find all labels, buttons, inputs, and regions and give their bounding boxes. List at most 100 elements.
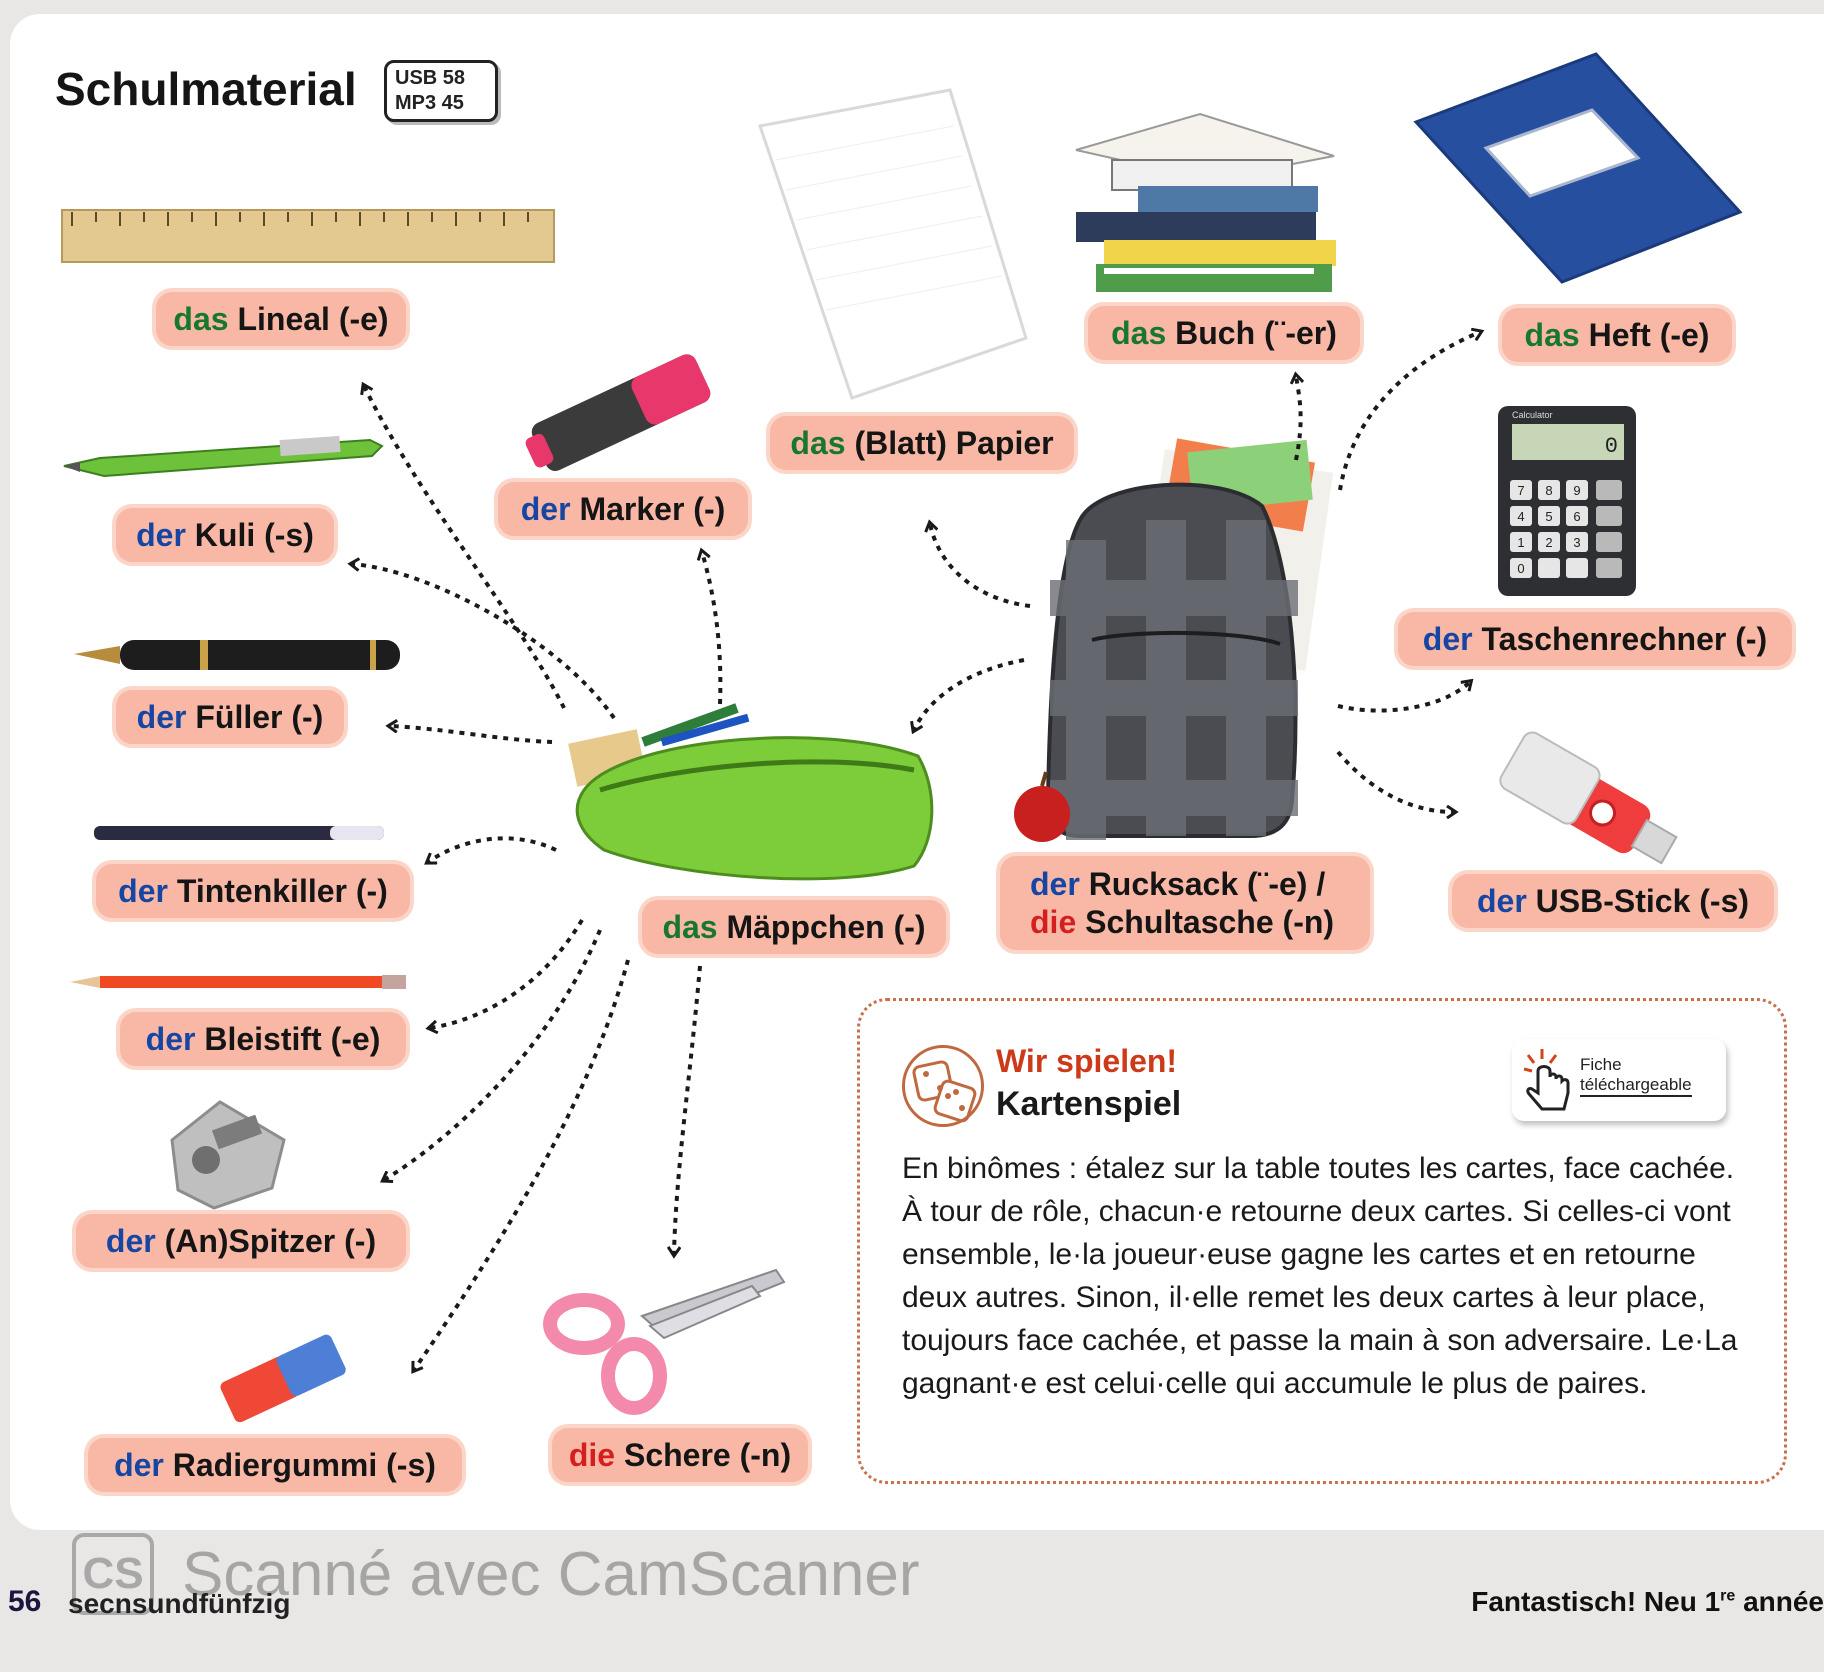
label-schere: die Schere (-n)	[552, 1428, 808, 1482]
noun: Taschenrechner (-)	[1481, 620, 1768, 657]
noun: Buch (¨-er)	[1175, 314, 1337, 351]
article-der: der	[136, 516, 186, 553]
schultasche-line: die Schultasche (-n)	[1030, 903, 1334, 941]
ink-eraser-pen-image	[94, 826, 384, 840]
dice-icon-circle	[902, 1045, 984, 1127]
article-die: die	[568, 1436, 616, 1473]
camscanner-watermark: CS Scanné avec CamScanner	[72, 1526, 920, 1622]
noun: Marker (-)	[579, 490, 726, 527]
calculator-key	[1566, 558, 1588, 578]
label-spitzer: der (An)Spitzer (-)	[76, 1214, 406, 1268]
noun: Bleistift (-e)	[204, 1020, 381, 1057]
game-box: Wir spielen! Kartenspiel Fiche télécharg…	[857, 998, 1787, 1484]
noun: (Blatt) Papier	[854, 424, 1054, 461]
label-lineal: das Lineal (-e)	[156, 292, 406, 346]
book-title-sup: re	[1720, 1587, 1736, 1605]
label-marker: der Marker (-)	[498, 482, 748, 536]
article-der: der	[1476, 882, 1527, 919]
label-maeppchen: das Mäppchen (-)	[642, 900, 946, 954]
article-das: das	[1524, 316, 1580, 353]
book-title-main: Fantastisch! Neu 1	[1471, 1586, 1721, 1617]
calculator-key-label: 2	[1545, 535, 1552, 550]
article-die: die	[1030, 904, 1077, 940]
calculator-key-label: 9	[1573, 483, 1580, 498]
calculator-key-label: 6	[1573, 509, 1580, 524]
game-subheading: Kartenspiel	[996, 1085, 1182, 1123]
usb-stick-image	[1499, 731, 1678, 865]
calculator-operator-key	[1596, 558, 1622, 578]
calculator-key	[1566, 532, 1588, 552]
article-der: der	[118, 872, 168, 909]
noun: Mäppchen (-)	[726, 908, 926, 945]
noun: Füller (-)	[195, 698, 324, 735]
book-title-end: année	[1735, 1586, 1824, 1617]
calculator-operator-key	[1596, 480, 1622, 500]
article-das: das	[1111, 314, 1167, 351]
calculator-key	[1566, 480, 1588, 500]
article-das: das	[790, 424, 846, 461]
calculator-display: 0	[1605, 434, 1618, 459]
calculator-key	[1538, 506, 1560, 526]
downloadable-sheet-badge[interactable]: Fiche téléchargeable	[1512, 1039, 1726, 1121]
calculator-brand: Calculator	[1512, 410, 1553, 420]
calculator-key	[1510, 532, 1532, 552]
connector-arrows	[352, 332, 1480, 1370]
page-title: Schulmaterial	[55, 63, 357, 115]
calculator-key-label: 3	[1573, 535, 1580, 550]
paper-sheet-image	[758, 88, 1028, 400]
calculator-key-label: 1	[1517, 535, 1524, 550]
calculator-operator-key	[1596, 506, 1622, 526]
sharpener-image	[170, 1100, 286, 1210]
calculator-key	[1566, 506, 1588, 526]
noun: Schultasche (-n)	[1085, 904, 1335, 940]
rucksack-line: der Rucksack (¨-e) /	[1030, 865, 1325, 903]
article-der: der	[1030, 866, 1080, 902]
fountain-pen-image	[74, 640, 400, 670]
label-kuli: der Kuli (-s)	[116, 508, 334, 562]
calculator-key	[1538, 532, 1560, 552]
usb-track: USB 58	[395, 67, 466, 89]
eraser-image	[220, 1334, 346, 1423]
article-der: der	[1422, 620, 1473, 657]
article-der: der	[136, 698, 187, 735]
pencil-image	[70, 975, 406, 989]
article-das: das	[662, 908, 718, 945]
calculator-key-label: 4	[1517, 509, 1524, 524]
calculator-key	[1538, 480, 1560, 500]
label-bleistift: der Bleistift (-e)	[120, 1012, 406, 1066]
article-der: der	[520, 490, 571, 527]
noun: Tintenkiller (-)	[176, 872, 388, 909]
game-instructions: En binômes : étalez sur la table toutes …	[902, 1152, 1738, 1400]
fiche-label: Fiche téléchargeable	[1580, 1055, 1692, 1097]
watermark-text: Scanné avec CamScanner	[182, 1539, 920, 1609]
label-buch: das Buch (¨-er)	[1088, 306, 1360, 360]
audio-track-badge: USB 58 MP3 45	[384, 60, 498, 122]
noun: Lineal (-e)	[237, 300, 389, 337]
article-der: der	[105, 1222, 156, 1259]
article-das: das	[173, 300, 229, 337]
page-number: 56	[8, 1585, 42, 1618]
noun: Rucksack (¨-e) /	[1088, 866, 1326, 902]
calculator-operator-key	[1596, 532, 1622, 552]
camscanner-logo: CS	[72, 1533, 154, 1615]
noun: USB-Stick (-s)	[1535, 882, 1750, 919]
noun: Heft (-e)	[1588, 316, 1710, 353]
ruler-image	[61, 209, 555, 263]
article-der: der	[145, 1020, 196, 1057]
calculator-key	[1510, 506, 1532, 526]
calculator-key-label: 7	[1517, 483, 1524, 498]
calculator-key-label: 0	[1517, 561, 1524, 576]
fiche-line2: téléchargeable	[1580, 1075, 1692, 1097]
ballpoint-pen-image	[63, 435, 384, 478]
fiche-line1: Fiche	[1580, 1055, 1622, 1074]
highlighter-marker-image	[525, 354, 711, 471]
books-image	[1075, 112, 1336, 292]
calculator-key	[1510, 558, 1532, 578]
label-usb-stick: der USB-Stick (-s)	[1452, 874, 1774, 928]
label-tintenkiller: der Tintenkiller (-)	[96, 864, 410, 918]
pointer-hand-icon	[1523, 1049, 1570, 1111]
noun: Schere (-n)	[623, 1436, 792, 1473]
